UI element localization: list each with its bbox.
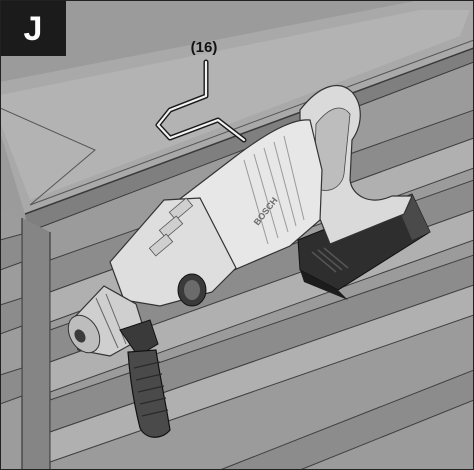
auxiliary-handle bbox=[119, 319, 171, 438]
figure-label-box bbox=[0, 0, 66, 56]
left-post bbox=[22, 218, 50, 470]
figure-label: J bbox=[24, 10, 43, 48]
belt-hook-highlight bbox=[156, 60, 246, 142]
shelf-lip bbox=[0, 39, 474, 206]
front-rail-edge bbox=[24, 47, 474, 215]
rear-handle bbox=[299, 84, 413, 245]
left-post-side bbox=[0, 210, 22, 470]
front-rail bbox=[25, 48, 474, 232]
gear-housing bbox=[109, 197, 237, 307]
callout-hook-16: (16) bbox=[191, 39, 218, 56]
shelf-top-inner bbox=[0, 10, 470, 200]
left-slat-ends bbox=[0, 233, 23, 405]
